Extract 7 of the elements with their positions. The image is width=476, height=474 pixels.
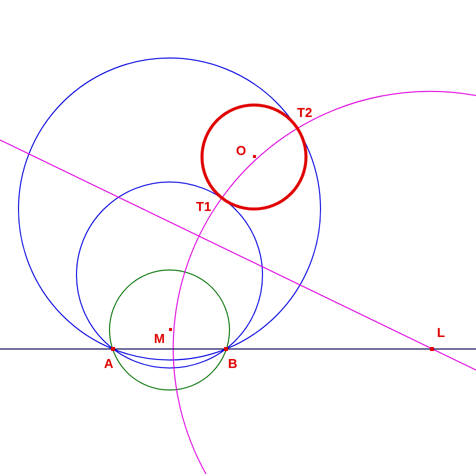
point-label: T1 bbox=[196, 200, 212, 214]
point-label: L bbox=[437, 326, 445, 340]
point-label: B bbox=[228, 357, 238, 371]
point-label: A bbox=[104, 357, 114, 371]
point-label: M bbox=[154, 332, 165, 346]
point-label: T2 bbox=[297, 106, 312, 120]
point-label: O bbox=[236, 144, 246, 158]
